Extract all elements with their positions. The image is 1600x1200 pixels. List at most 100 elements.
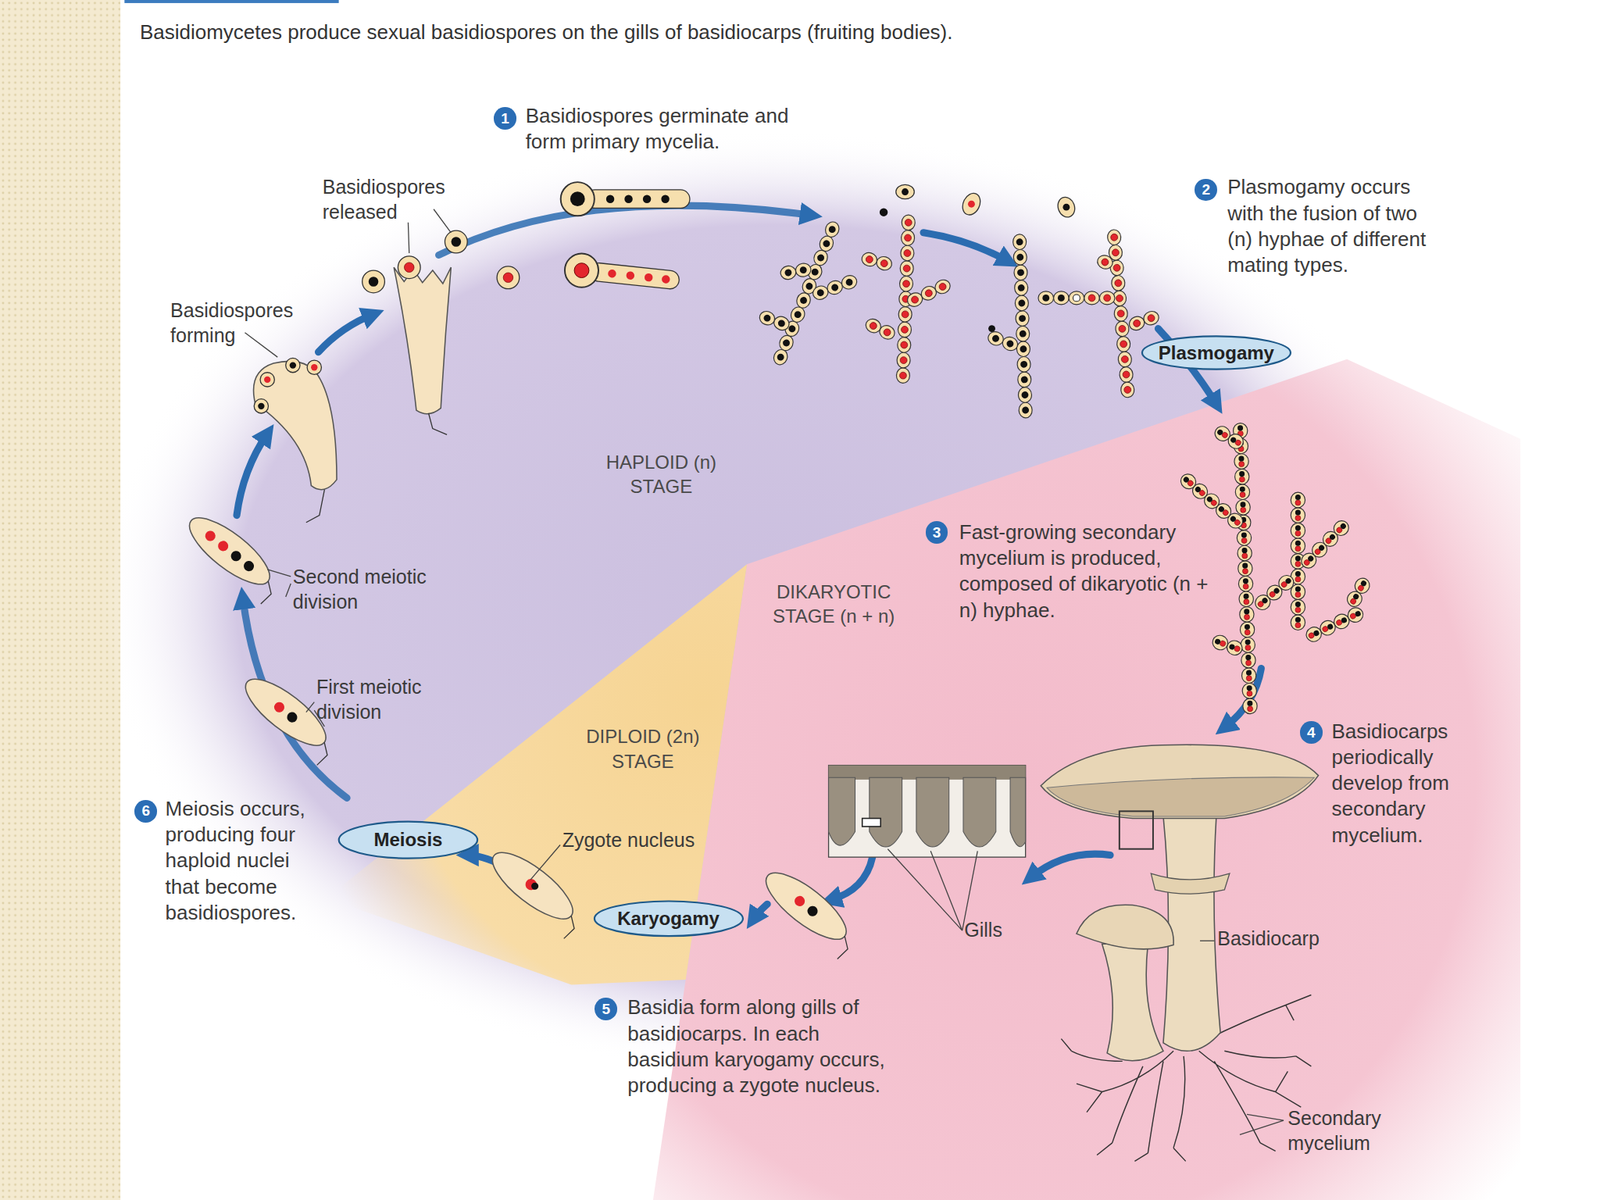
secondary-mycelium-hyphae bbox=[1345, 605, 1365, 625]
ellipse-shape bbox=[593, 900, 743, 936]
leader-lines bbox=[1239, 1114, 1284, 1135]
part-label: Zygote nucleus bbox=[562, 827, 736, 853]
secondary-mycelium-hyphae bbox=[1178, 471, 1247, 532]
plasmogamy-hyphae bbox=[1014, 295, 1029, 311]
process-ellipse: Plasmogamy bbox=[1139, 334, 1293, 372]
germinating-spores bbox=[606, 194, 615, 203]
plasmogamy-hyphae bbox=[1141, 309, 1161, 328]
leader-lines bbox=[530, 844, 561, 879]
ellipse-shape bbox=[1142, 336, 1291, 370]
leader-lines bbox=[1200, 940, 1215, 942]
plasmogamy-hyphae bbox=[1055, 194, 1079, 220]
cycle-arrows bbox=[318, 314, 375, 352]
primary-mycelium bbox=[779, 262, 813, 282]
secondary-mycelium-hyphae bbox=[1240, 652, 1256, 668]
secondary-mycelium-hyphae bbox=[1290, 584, 1305, 600]
secondary-mycelium-hyphae bbox=[1240, 636, 1256, 653]
secondary-mycelium-hyphae bbox=[1290, 507, 1305, 524]
secondary-mycelium-hyphae bbox=[1352, 575, 1373, 597]
meiotic-cells bbox=[483, 842, 583, 930]
part-label: First meiotic division bbox=[316, 674, 444, 725]
node-label: Karyogamy bbox=[617, 907, 720, 930]
primary-mycelium bbox=[757, 309, 792, 333]
meiotic-cells bbox=[792, 893, 807, 908]
primary-mycelium bbox=[959, 190, 984, 218]
primary-mycelium bbox=[757, 184, 984, 383]
basidium-releasing bbox=[362, 270, 386, 293]
primary-mycelium bbox=[899, 275, 914, 292]
mushroom-illustration bbox=[1046, 777, 1315, 817]
cycle-arrows bbox=[1224, 668, 1261, 729]
step-text: Fast-growing secondary mycelium is produ… bbox=[959, 519, 1217, 624]
primary-mycelium bbox=[879, 207, 888, 216]
plasmogamy-hyphae bbox=[1084, 291, 1100, 305]
primary-mycelium bbox=[860, 250, 879, 268]
primary-mycelium bbox=[860, 250, 893, 272]
plasmogamy-hyphae bbox=[985, 329, 1020, 353]
cycle-arrows bbox=[830, 857, 873, 900]
meiotic-cells bbox=[285, 710, 300, 725]
stage-label: DIKARYOTIC STAGE (n + n) bbox=[767, 579, 900, 629]
secondary-mycelium-hyphae bbox=[1239, 591, 1254, 608]
step-text: Plasmogamy occurs with the fusion of two… bbox=[1227, 174, 1447, 279]
basidium-forming bbox=[306, 489, 325, 523]
plasmogamy-hyphae bbox=[1053, 291, 1070, 305]
meiotic-cells bbox=[180, 507, 279, 595]
meiotic-cells bbox=[203, 528, 218, 543]
secondary-mycelium-hyphae bbox=[1298, 517, 1352, 572]
primary-mycelium bbox=[875, 254, 893, 272]
meiotic-cells bbox=[480, 842, 590, 940]
plasmogamy-hyphae bbox=[1017, 371, 1032, 388]
secondary-mycelium-hyphae bbox=[1234, 468, 1250, 485]
secondary-mycelium-hyphae bbox=[1237, 545, 1253, 561]
part-label: Second meiotic division bbox=[292, 564, 447, 615]
mushroom-illustration bbox=[1150, 873, 1230, 894]
part-label: Basidiospores forming bbox=[170, 297, 314, 348]
meiotic-cells bbox=[529, 881, 540, 892]
callout-number: 6 bbox=[134, 800, 158, 823]
secondary-mycelium-hyphae bbox=[1210, 633, 1245, 658]
basidium-forming bbox=[285, 357, 300, 372]
plasmogamy-hyphae bbox=[1038, 291, 1115, 305]
plasmogamy-hyphae bbox=[1095, 253, 1115, 272]
plasmogamy-hyphae bbox=[1120, 381, 1136, 398]
plasmogamy-hyphae bbox=[1013, 249, 1028, 265]
primary-mycelium bbox=[900, 260, 915, 277]
ellipse-shape bbox=[339, 821, 478, 858]
meiotic-cells bbox=[241, 558, 256, 573]
meiotic-cells bbox=[228, 549, 243, 564]
meiotic-cells bbox=[831, 935, 854, 961]
meiotic-cells bbox=[215, 539, 230, 554]
secondary-mycelium-hyphae bbox=[1232, 422, 1258, 715]
mushroom-illustration bbox=[1119, 810, 1154, 849]
secondary-mycelium-hyphae bbox=[1290, 599, 1305, 615]
primary-mycelium bbox=[757, 309, 777, 328]
step-text: Basidia form along gills of basidiocarps… bbox=[627, 994, 891, 1099]
secondary-mycelium-hyphae bbox=[1238, 575, 1254, 592]
meiotic-cells bbox=[310, 742, 333, 767]
process-ellipse: Meiosis bbox=[336, 819, 480, 861]
plasmogamy-hyphae bbox=[985, 329, 1005, 348]
stage-regions bbox=[102, 130, 1522, 1200]
meiotic-cells bbox=[753, 862, 864, 961]
plasmogamy-hyphae bbox=[1118, 366, 1134, 383]
basidium-forming bbox=[260, 372, 275, 387]
secondary-mycelium-hyphae bbox=[1290, 538, 1305, 554]
primary-mycelium bbox=[896, 367, 911, 384]
plasmogamy-hyphae bbox=[1113, 305, 1129, 322]
step-text: Basidiocarps periodically develop from s… bbox=[1331, 718, 1479, 849]
basidium-forming bbox=[253, 360, 337, 490]
plasmogamy-hyphae bbox=[1107, 228, 1136, 398]
basidium-forming bbox=[253, 357, 337, 522]
primary-mycelium bbox=[900, 229, 915, 246]
plasmogamy-hyphae bbox=[1062, 203, 1070, 211]
leader-lines bbox=[244, 209, 1284, 1136]
plasmogamy-hyphae bbox=[1015, 325, 1030, 342]
secondary-mycelium-hyphae bbox=[1242, 682, 1258, 699]
basidium-forming bbox=[264, 376, 271, 383]
leader-lines bbox=[887, 849, 978, 931]
part-label: Basidiocarp bbox=[1217, 925, 1350, 951]
plasmogamy-hyphae bbox=[1114, 320, 1130, 337]
plasmogamy-hyphae bbox=[1127, 309, 1161, 333]
